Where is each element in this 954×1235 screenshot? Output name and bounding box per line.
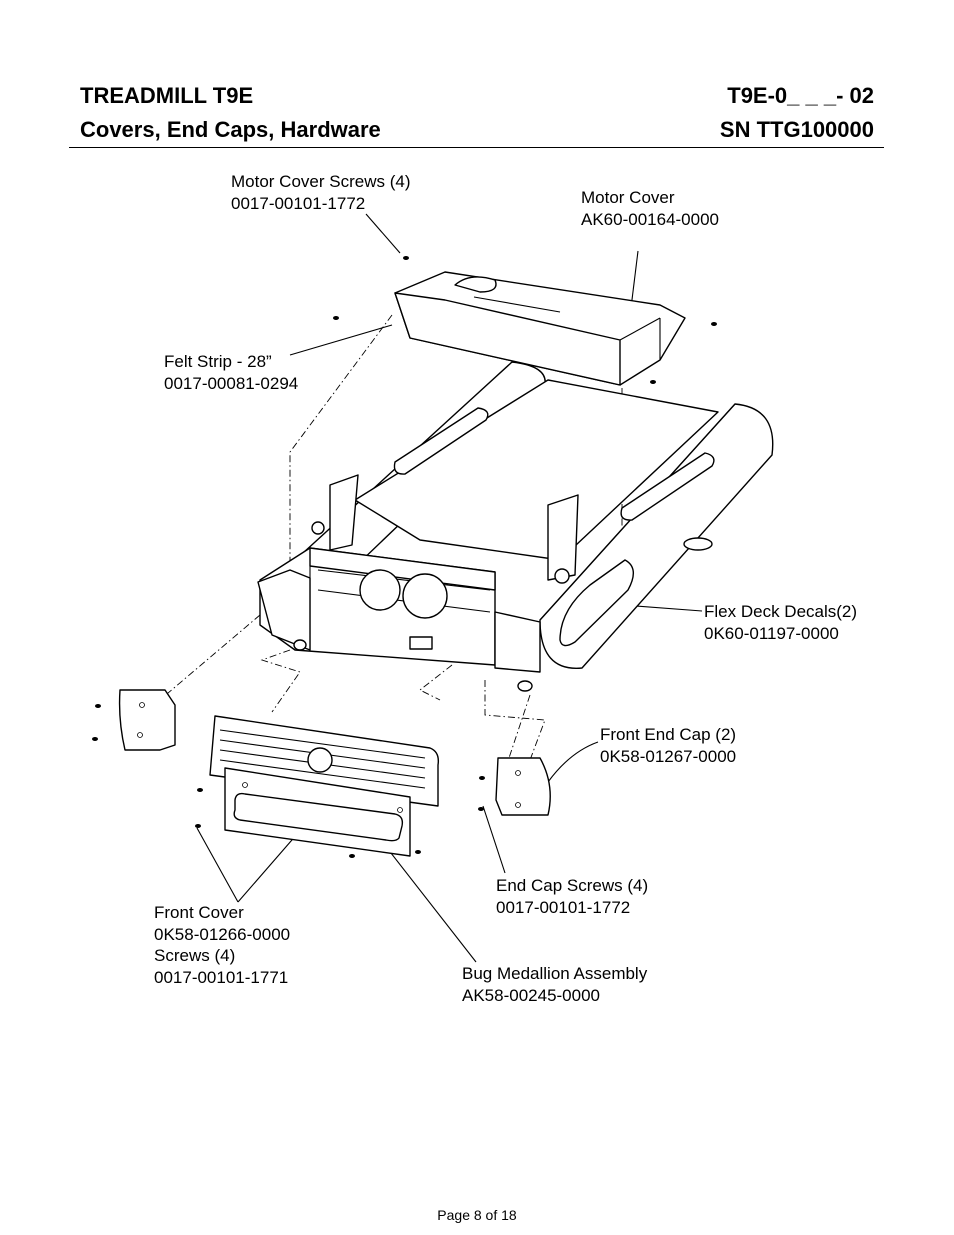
part-name: Motor Cover <box>581 188 675 207</box>
callout-end-cap-screws: End Cap Screws (4) 0017-00101-1772 <box>496 875 648 918</box>
part-name: Flex Deck Decals(2) <box>704 602 858 621</box>
part-number: 0K58-01267-0000 <box>600 746 737 766</box>
callout-motor-cover-screws: Motor Cover Screws (4) 0017-00101-1772 <box>231 171 410 214</box>
right-end-cap-part <box>495 757 551 816</box>
part-name: End Cap Screws (4) <box>496 876 649 895</box>
document-title: TREADMILL T9E <box>80 83 254 108</box>
screws-name: Screws (4) <box>154 946 236 965</box>
model-number: T9E-0_ _ _- 02 <box>727 83 874 108</box>
callout-bug-medallion: Bug Medallion Assembly AK58-00245-0000 <box>462 963 647 1006</box>
screws <box>92 256 717 858</box>
part-name: Bug Medallion Assembly <box>462 964 648 983</box>
part-number: 0K60-01197-0000 <box>704 623 839 643</box>
part-name: Front Cover <box>154 903 244 922</box>
left-end-cap-part <box>118 689 176 751</box>
serial-number: SN TTG100000 <box>719 117 874 142</box>
part-name: Front End Cap (2) <box>600 725 737 744</box>
front-cover-part <box>209 715 440 857</box>
part-number: 0K58-01266-0000 <box>154 924 291 944</box>
callout-front-end-cap: Front End Cap (2) 0K58-01267-0000 <box>600 724 736 767</box>
callout-flex-deck-decals: Flex Deck Decals(2) 0K60-01197-0000 <box>704 601 857 644</box>
header-rule <box>69 147 884 148</box>
part-name: Motor Cover Screws (4) <box>231 172 411 191</box>
screws-part-number: 0017-00101-1771 <box>154 967 289 987</box>
page-number: Page 8 of 18 <box>437 1207 517 1223</box>
callout-motor-cover: Motor Cover AK60-00164-0000 <box>581 187 719 230</box>
part-number: 0017-00101-1772 <box>496 897 631 917</box>
part-number: AK60-00164-0000 <box>581 209 720 229</box>
document-subtitle: Covers, End Caps, Hardware <box>80 117 381 142</box>
callout-felt-strip: Felt Strip - 28” 0017-00081-0294 <box>164 351 298 394</box>
part-number: AK58-00245-0000 <box>462 985 601 1005</box>
treadmill-frame <box>257 361 774 692</box>
part-number: 0017-00101-1772 <box>231 193 366 213</box>
part-number: 0017-00081-0294 <box>164 373 299 393</box>
callout-front-cover: Front Cover 0K58-01266-0000 Screws (4) 0… <box>154 902 290 988</box>
part-name: Felt Strip - 28” <box>164 352 272 371</box>
motor-cover-part <box>394 271 686 386</box>
